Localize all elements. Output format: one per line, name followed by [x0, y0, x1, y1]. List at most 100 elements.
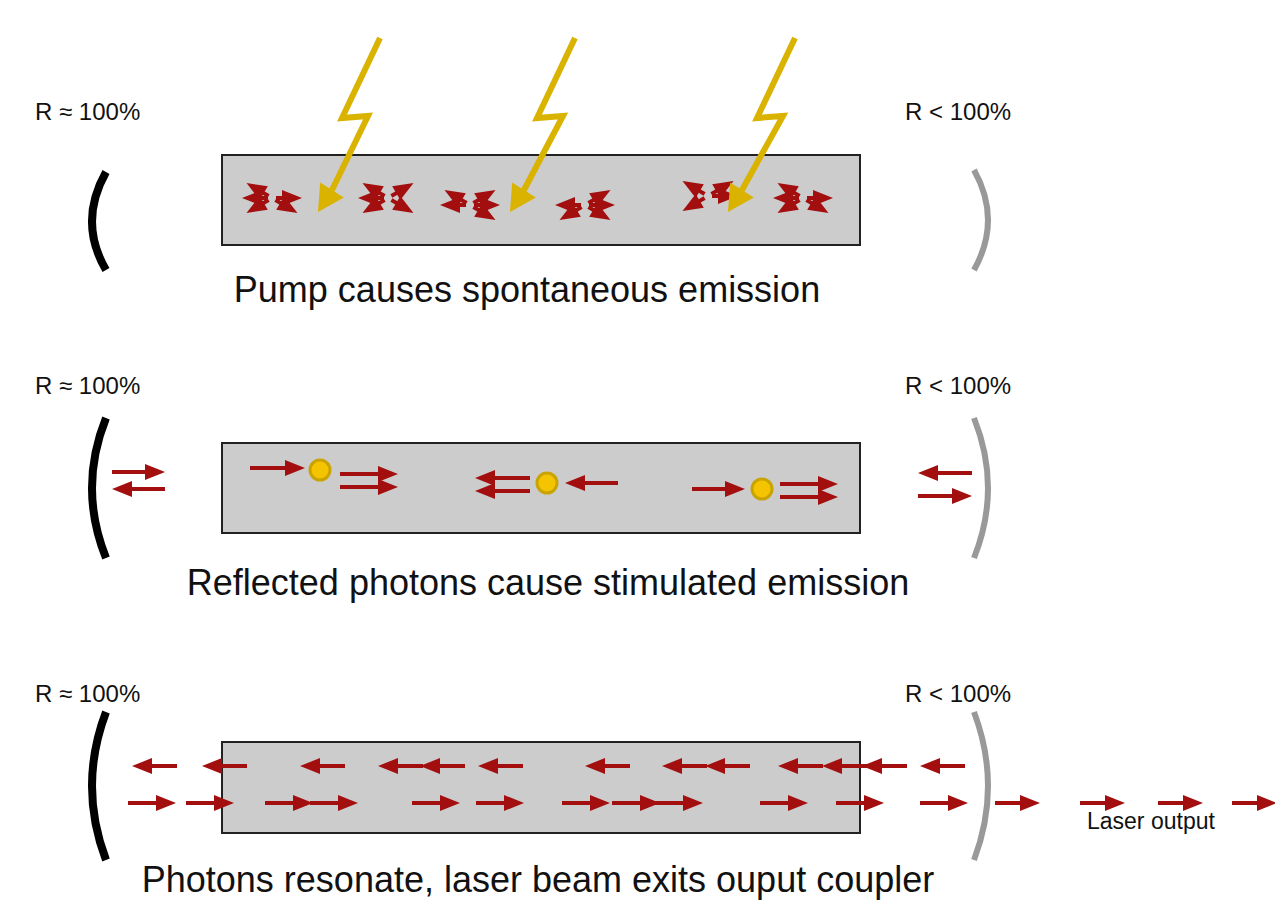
arrow-head	[864, 795, 884, 811]
arrow-head	[478, 758, 498, 774]
arrow-head	[132, 758, 152, 774]
output-coupler	[974, 170, 988, 270]
gain-medium	[222, 742, 860, 833]
rear-mirror	[92, 172, 106, 270]
arrow-head	[778, 196, 799, 213]
arrow-head	[807, 196, 828, 213]
photon-arrow	[128, 801, 158, 805]
arrow-head	[247, 196, 268, 213]
photon-arrow	[836, 801, 866, 805]
photon-arrow	[995, 801, 1022, 805]
arrow-head	[363, 196, 384, 213]
excited-atom	[752, 479, 772, 499]
photon-arrow	[918, 494, 954, 498]
reflectivity-label: R ≈ 100%	[35, 100, 140, 124]
reflectivity-label: R ≈ 100%	[35, 682, 140, 706]
arrow-head	[705, 758, 725, 774]
photon-arrow	[496, 764, 523, 768]
photon-arrow	[476, 801, 506, 805]
photon-arrow	[493, 489, 530, 493]
pump-bolt	[332, 38, 380, 190]
output-coupler	[974, 418, 988, 558]
arrow-head	[1020, 795, 1040, 811]
arrow-head	[474, 190, 495, 207]
arrow-head	[156, 795, 176, 811]
arrow-head	[683, 181, 704, 198]
photon-arrow	[583, 481, 618, 485]
arrow-head	[683, 795, 703, 811]
arrow-head	[585, 758, 605, 774]
excited-atom	[537, 473, 557, 493]
arrow-head	[862, 758, 882, 774]
photon-arrow	[780, 482, 820, 486]
arrow-head	[589, 203, 610, 220]
arrow-head	[510, 183, 536, 212]
photon-arrow	[310, 801, 340, 805]
arrow-head	[560, 203, 581, 220]
arrow-head	[948, 795, 968, 811]
photon-arrow	[796, 764, 823, 768]
photon-arrow	[655, 801, 685, 805]
photon-arrow	[920, 801, 950, 805]
rear-mirror	[92, 418, 106, 558]
arrow-head	[818, 476, 838, 492]
arrow-head	[778, 183, 799, 200]
arrow-head	[778, 758, 798, 774]
arrow-head	[818, 489, 838, 505]
photon-arrow	[936, 471, 972, 475]
arrow-head	[952, 488, 972, 504]
arrow-head	[788, 795, 808, 811]
arrow-head	[378, 758, 398, 774]
reflectivity-label: R < 100%	[905, 100, 1011, 124]
arrow-head	[475, 470, 495, 486]
panel-caption: Pump causes spontaneous emission	[234, 272, 820, 308]
reflectivity-label: R < 100%	[905, 374, 1011, 398]
photon-arrows	[112, 181, 1275, 811]
arrow-head	[589, 190, 610, 207]
gain-medium	[222, 155, 860, 245]
arrow-head	[504, 795, 524, 811]
photon-arrow	[150, 764, 177, 768]
photon-arrow	[493, 476, 530, 480]
photon-arrow	[318, 764, 345, 768]
arrow-head	[145, 464, 165, 480]
photon-arrow	[340, 485, 380, 489]
arrow-head	[378, 479, 398, 495]
photon-arrow	[340, 472, 380, 476]
arrow-head	[318, 183, 344, 212]
arrow-head	[1105, 795, 1125, 811]
arrow-head	[474, 203, 495, 220]
photon-arrow	[562, 801, 592, 805]
arrow-head	[338, 795, 358, 811]
arrow-head	[662, 758, 682, 774]
panel-caption: Photons resonate, laser beam exits ouput…	[142, 862, 934, 898]
pump-bolts	[318, 38, 795, 212]
photon-arrow	[880, 764, 907, 768]
photon-arrow	[1232, 801, 1259, 805]
arrow-head	[420, 758, 440, 774]
arrow-head	[247, 183, 268, 200]
photon-arrow	[186, 801, 216, 805]
arrow-head	[565, 475, 585, 491]
pump-bolt	[742, 38, 795, 190]
photon-arrow	[938, 764, 965, 768]
arrow-head	[112, 481, 132, 497]
photon-arrow	[220, 764, 247, 768]
photon-arrow	[396, 764, 423, 768]
photon-arrow	[250, 466, 287, 470]
photon-arrow	[603, 764, 630, 768]
arrow-head	[683, 194, 704, 211]
photon-arrow	[412, 801, 442, 805]
photon-arrow	[780, 495, 820, 499]
arrow-head	[440, 795, 460, 811]
arrow-head	[590, 795, 610, 811]
arrow-head	[378, 466, 398, 482]
arrow-head	[475, 483, 495, 499]
reflectivity-label: R < 100%	[905, 682, 1011, 706]
reflectivity-label: R ≈ 100%	[35, 374, 140, 398]
excited-atom	[310, 460, 330, 480]
arrow-head	[285, 460, 305, 476]
photon-arrow	[760, 801, 790, 805]
photon-arrow	[1080, 801, 1107, 805]
